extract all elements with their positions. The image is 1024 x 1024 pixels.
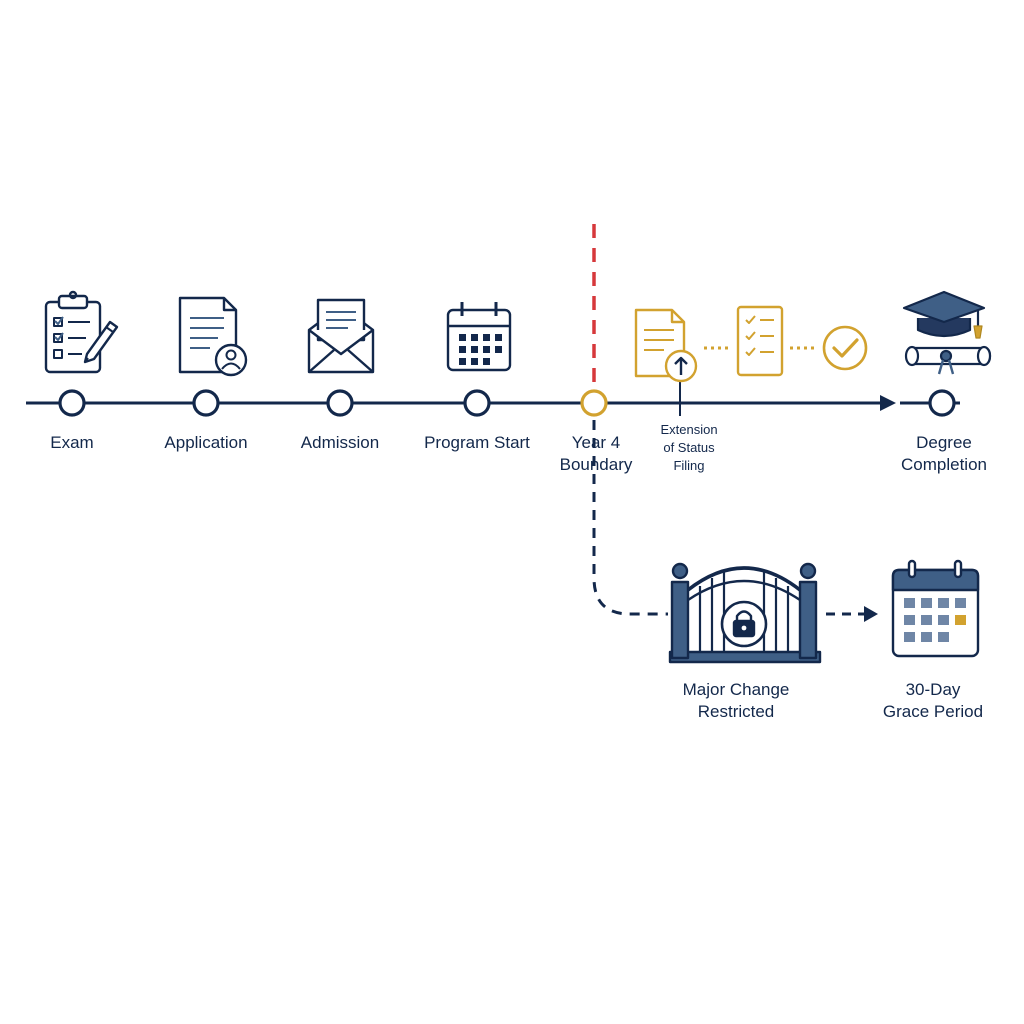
label-degree-line-2: Completion [901, 455, 987, 474]
branch-path [592, 420, 668, 616]
label-year4-line-2: Boundary [559, 455, 633, 474]
calendar-icon [446, 302, 512, 372]
node-exam [58, 389, 86, 417]
graduation-cap-diploma-icon [902, 290, 992, 375]
label-extension-line-3: Filing [673, 458, 705, 473]
label-year4-line-1: Year 4 [571, 433, 621, 452]
label-degree-line-1: Degree [916, 433, 972, 452]
node-admission [326, 389, 354, 417]
gate-to-grace-arrowhead [864, 606, 878, 622]
envelope-letter-icon [307, 298, 375, 374]
checklist-icon [736, 305, 784, 377]
label-major-change: Major Change Restricted [664, 679, 808, 723]
timeline-arrowhead [880, 395, 896, 411]
label-extension-line-1: Extension [660, 422, 718, 437]
label-extension: Extension of Status Filing [634, 421, 744, 475]
label-grace-line-1: 30-Day [905, 680, 961, 699]
document-profile-icon [178, 296, 248, 377]
label-exam: Exam [50, 433, 94, 452]
label-major-change-line-1: Major Change [682, 680, 790, 699]
label-year4-boundary: Year 4 Boundary [544, 432, 648, 476]
node-application [192, 389, 220, 417]
label-extension-line-2: of Status [663, 440, 715, 455]
upload-document-icon [634, 308, 698, 383]
label-application: Application [164, 433, 248, 452]
check-circle-icon [822, 325, 868, 371]
milestone-nodes [58, 389, 956, 417]
node-degree [928, 389, 956, 417]
label-degree-completion: Degree Completion [884, 432, 1004, 476]
locked-gate-icon [668, 562, 822, 664]
label-program-start: Program Start [424, 433, 530, 452]
node-year4 [580, 389, 608, 417]
label-admission: Admission [300, 433, 380, 452]
clipboard-checklist-icon [44, 290, 119, 374]
calendar-grid-icon [891, 559, 980, 658]
label-grace-line-2: Grace Period [882, 702, 984, 721]
node-program-start [463, 389, 491, 417]
label-grace-period: 30-Day Grace Period [866, 679, 1000, 723]
label-major-change-line-2: Restricted [697, 702, 775, 721]
